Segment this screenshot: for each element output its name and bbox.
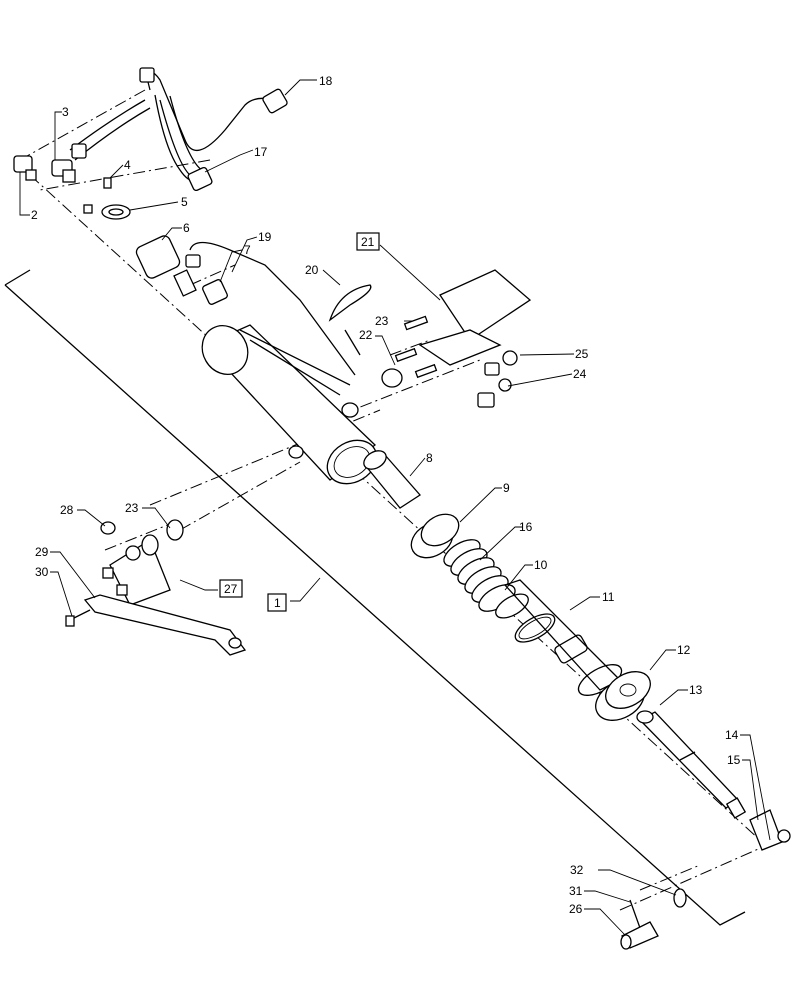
callout-18: 18 (319, 74, 333, 88)
screw-and-gasket (83, 177, 131, 220)
callout-5: 5 (181, 195, 188, 209)
callout-21: 21 (361, 235, 375, 249)
callout-12: 12 (677, 643, 691, 657)
callout-27: 27 (224, 582, 238, 596)
clevis-14-15 (725, 797, 791, 851)
sleeve-8 (363, 450, 421, 509)
callout-17: 17 (254, 145, 268, 159)
callout-30: 30 (35, 565, 49, 579)
callout-26: 26 (569, 902, 583, 916)
callout-6: 6 (183, 221, 190, 235)
callout-7: 7 (244, 243, 251, 257)
callout-25: 25 (575, 347, 589, 361)
callout-4: 4 (124, 158, 131, 172)
callout-23-lower: 23 (125, 501, 139, 515)
callout-29: 29 (35, 545, 49, 559)
spring-coils (443, 539, 516, 612)
pin-set (620, 888, 687, 950)
callout-31: 31 (569, 884, 583, 898)
bracket-21 (381, 269, 532, 408)
callout-20: 20 (305, 263, 319, 277)
hydraulic-hoses (69, 67, 288, 192)
callout-9: 9 (503, 481, 510, 495)
assembly-1-bracket (4, 269, 746, 926)
callout-32: 32 (570, 863, 584, 877)
callout-28: 28 (60, 503, 74, 517)
fittings (13, 143, 87, 183)
callout-8: 8 (426, 451, 433, 465)
callout-2: 2 (31, 208, 38, 222)
piston-and-spring (410, 513, 516, 612)
callout-3: 3 (62, 105, 69, 119)
main-cylinder (201, 324, 378, 485)
rod-13 (636, 710, 740, 809)
callout-1: 1 (274, 596, 281, 610)
callout-24: 24 (573, 367, 587, 381)
callout-11: 11 (602, 590, 615, 604)
callout-labels: 18 3 2 4 5 6 7 19 17 20 22 23 25 24 8 9 … (31, 74, 741, 916)
head-12 (595, 671, 651, 721)
callout-22: 22 (359, 328, 373, 342)
boxed-callouts: 21 27 1 (219, 232, 380, 612)
valve-and-sensor (135, 235, 356, 376)
callout-23-upper: 23 (375, 314, 389, 328)
leader-lines (19, 79, 771, 936)
callout-14: 14 (725, 728, 739, 742)
callout-15: 15 (727, 753, 741, 767)
callout-13: 13 (689, 683, 703, 697)
seal-kit (495, 579, 623, 696)
callout-10: 10 (534, 558, 548, 572)
lever-assembly (65, 519, 247, 656)
pin-20 (328, 284, 372, 356)
callout-16: 16 (519, 520, 533, 534)
callout-19: 19 (258, 230, 272, 244)
